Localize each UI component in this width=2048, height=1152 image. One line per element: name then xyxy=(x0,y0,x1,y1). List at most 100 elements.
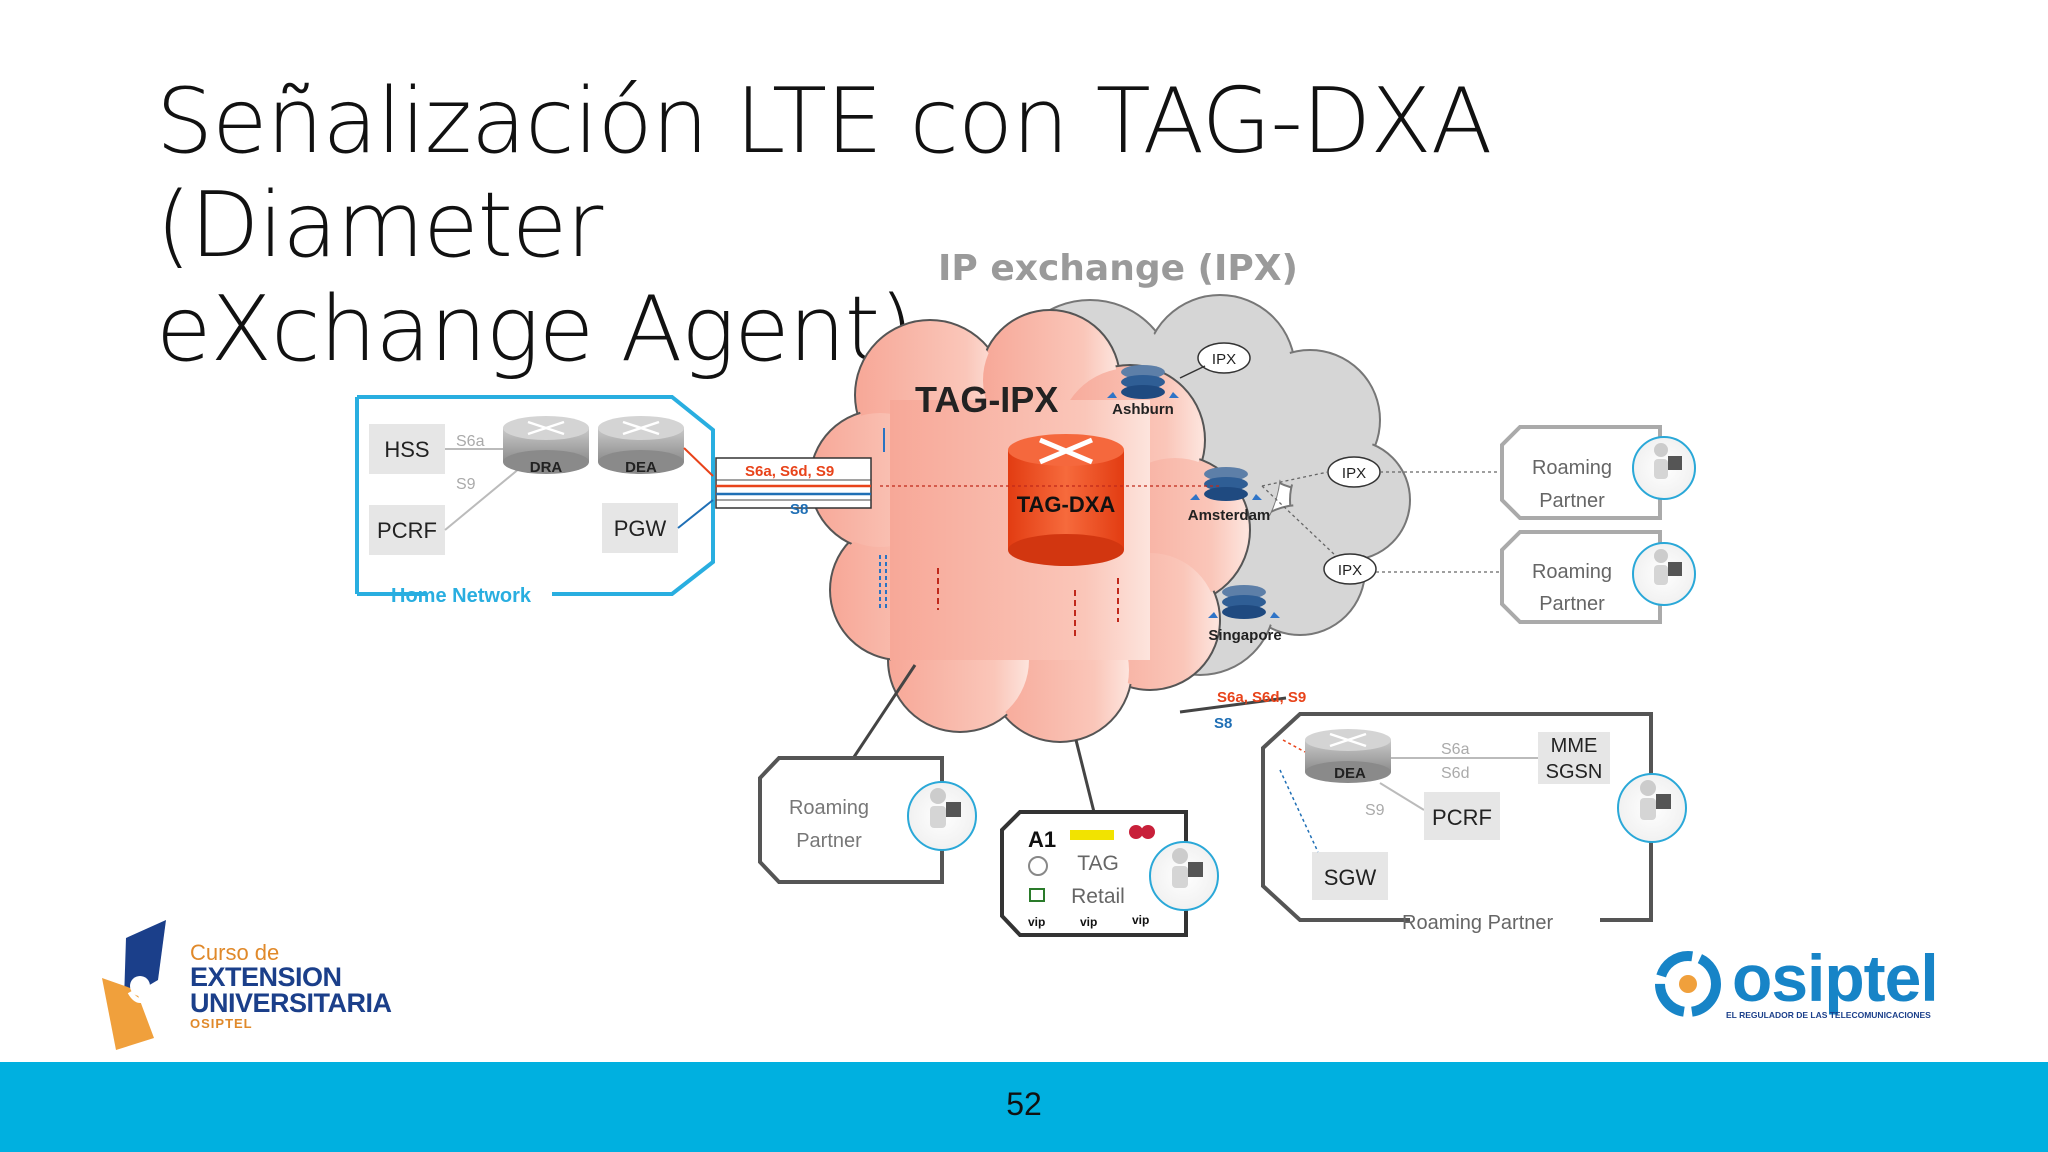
router-arrows-icon xyxy=(1329,732,1367,748)
svg-text:IPX: IPX xyxy=(1212,351,1236,368)
pgw-node: PGW xyxy=(602,503,678,553)
tag-retail: TAG Retail A1 vip vip vip xyxy=(1000,810,1219,937)
svg-text:TAG: TAG xyxy=(1077,852,1119,875)
svg-text:SGW: SGW xyxy=(1324,865,1377,890)
svg-text:PCRF: PCRF xyxy=(377,518,437,543)
slide-title-line1: Señalización LTE con TAG-DXA (Diameter xyxy=(156,69,1492,278)
logo-left-line2: EXTENSION xyxy=(190,962,342,992)
person-icon xyxy=(1149,841,1219,911)
svg-text:Roaming: Roaming xyxy=(789,797,869,819)
svg-text:S6a: S6a xyxy=(1441,741,1470,758)
svg-text:DRA: DRA xyxy=(530,459,563,476)
network-diagram: IP exchange (IPX) TAG-IPX xyxy=(355,248,1696,937)
pcrf-node-rp: PCRF xyxy=(1424,792,1500,840)
pop-ashburn: Ashburn xyxy=(1107,365,1179,418)
roaming-partner-detail: Roaming Partner DEA S6a S6d MME SGSN S9 … xyxy=(1261,712,1687,934)
ipx-title: IP exchange (IPX) xyxy=(938,248,1298,289)
brand-red-logo xyxy=(1129,825,1155,839)
roaming-partner-mid: Roaming Partner xyxy=(1500,530,1696,624)
slide-title: Señalización LTE con TAG-DXA (Diameter e… xyxy=(156,70,1756,382)
svg-text:Singapore: Singapore xyxy=(1208,627,1281,644)
person-icon xyxy=(1632,542,1696,606)
osiptel-tagline: EL REGULADOR DE LAS TELECOMUNICACIONES xyxy=(1726,1010,1931,1020)
svg-text:SGSN: SGSN xyxy=(1546,761,1603,783)
svg-text:S9: S9 xyxy=(456,476,476,493)
svg-text:Partner: Partner xyxy=(1539,490,1605,512)
logo-left-line4: OSIPTEL xyxy=(190,1016,253,1031)
osiptel-emblem-icon xyxy=(1655,951,1721,1017)
page-number: 52 xyxy=(1006,1086,1042,1122)
dea-router-home: DEA xyxy=(598,416,684,476)
svg-text:Ashburn: Ashburn xyxy=(1112,401,1174,418)
ipx-small-cloud-low: IPX xyxy=(1323,553,1377,585)
mme-sgsn-node: MME SGSN xyxy=(1538,732,1610,784)
svg-text:HSS: HSS xyxy=(384,437,429,462)
svg-text:IPX: IPX xyxy=(1338,562,1362,579)
server-stack-icon xyxy=(1208,585,1280,619)
brand-yellow-logo xyxy=(1070,830,1114,840)
person-icon xyxy=(1632,436,1696,500)
pcrf-node-home: PCRF xyxy=(369,505,445,555)
ipx-small-cloud-top: IPX xyxy=(1197,342,1251,374)
svg-text:Retail: Retail xyxy=(1071,885,1125,908)
svg-text:DEA: DEA xyxy=(1334,765,1366,782)
link-ipx-rp-left xyxy=(850,664,917,761)
extension-universitaria-logo: Curso de EXTENSION UNIVERSITARIA OSIPTEL xyxy=(96,920,416,1050)
pop-singapore: Singapore xyxy=(1208,585,1282,644)
ipx-small-cloud-mid: IPX xyxy=(1327,456,1381,488)
tag-ipx-label: TAG-IPX xyxy=(915,379,1058,420)
logo-left-line1: Curso de xyxy=(190,940,280,965)
svg-text:Partner: Partner xyxy=(796,830,862,852)
link-home-s8: S8 xyxy=(790,501,808,518)
logo-left-line3: UNIVERSITARIA xyxy=(190,988,392,1018)
slide-title-line2: eXchange Agent) xyxy=(156,277,914,382)
dea-router-rp: DEA xyxy=(1305,729,1391,783)
svg-text:PGW: PGW xyxy=(614,516,667,541)
rp-detail-label: Roaming Partner xyxy=(1402,912,1554,934)
svg-text:PCRF: PCRF xyxy=(1432,805,1492,830)
dra-router: DRA xyxy=(503,416,589,476)
brand-a1: A1 xyxy=(1028,827,1056,852)
person-icon xyxy=(907,781,977,851)
pop-amsterdam: Amsterdam xyxy=(1188,467,1271,524)
brand-vip-1: vip xyxy=(1028,915,1045,929)
svg-text:Partner: Partner xyxy=(1539,593,1605,615)
router-arrows-icon xyxy=(527,420,565,436)
footer-bar xyxy=(0,1062,2048,1152)
osiptel-logo: osiptel EL REGULADOR DE LAS TELECOMUNICA… xyxy=(1650,941,1960,1028)
link-ipx-retail xyxy=(1074,739,1096,813)
svg-text:DEA: DEA xyxy=(625,459,657,476)
svg-text:Amsterdam: Amsterdam xyxy=(1188,507,1271,524)
roaming-partner-top: Roaming Partner xyxy=(1500,425,1696,520)
svg-text:S6a: S6a xyxy=(456,433,485,450)
roaming-partner-left: Roaming Partner xyxy=(758,756,977,884)
link-home-diameter: S6a, S6d, S9 xyxy=(745,463,834,480)
home-network-label: Home Network xyxy=(391,585,532,607)
svg-text:Roaming: Roaming xyxy=(1532,457,1612,479)
sgw-node: SGW xyxy=(1312,852,1388,900)
svg-text:IPX: IPX xyxy=(1342,465,1366,482)
tag-dxa-node: TAG-DXA xyxy=(1008,434,1124,566)
svg-text:S9: S9 xyxy=(1365,802,1385,819)
brand-vip-2: vip xyxy=(1080,915,1097,929)
router-arrows-icon xyxy=(622,420,660,436)
server-stack-icon xyxy=(1190,467,1262,501)
home-network: Home Network HSS PCRF PGW S6a S9 DRA xyxy=(355,395,715,607)
ipx-links xyxy=(880,471,1500,573)
extension-logo-emblem-icon xyxy=(102,920,166,1050)
svg-text:MME: MME xyxy=(1551,735,1598,757)
svg-text:Roaming: Roaming xyxy=(1532,561,1612,583)
server-stack-icon xyxy=(1107,365,1179,399)
svg-text:S6d: S6d xyxy=(1441,765,1469,782)
hss-node: HSS xyxy=(369,424,445,474)
person-icon xyxy=(1617,773,1687,843)
dxa-cross-icon xyxy=(1039,437,1093,465)
brand-green-logo xyxy=(1029,888,1045,902)
link-rp-s8: S8 xyxy=(1214,715,1232,732)
link-home-ipx: S6a, S6d, S9 S8 xyxy=(715,457,872,518)
brand-globe-icon xyxy=(1028,856,1048,876)
cloud-internal-lines xyxy=(879,428,1119,640)
osiptel-name: osiptel xyxy=(1732,941,1939,1015)
brand-vip-3: vip xyxy=(1132,913,1149,927)
tag-dxa-label: TAG-DXA xyxy=(1017,492,1116,517)
